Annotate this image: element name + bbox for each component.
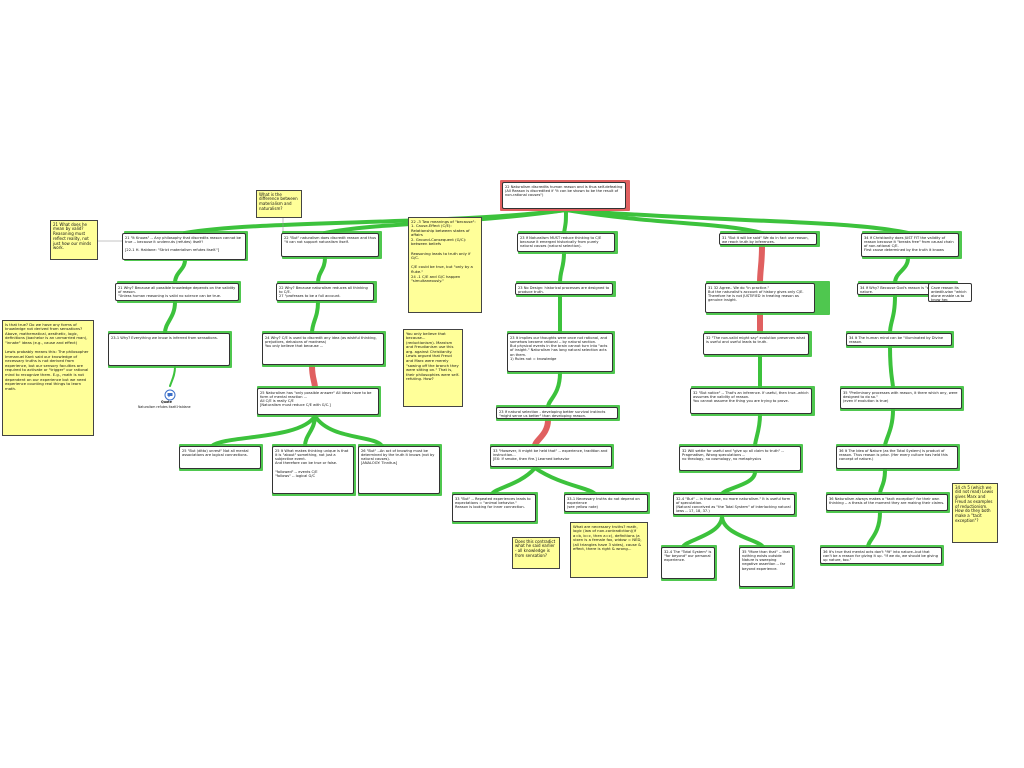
node-32c[interactable]: 32-4 "But" -- in that case, no more natu… <box>673 494 795 515</box>
node-21b[interactable]: 23-1 Why? Everything we know is inferred… <box>108 333 230 366</box>
link-n23c-n33 <box>532 417 551 449</box>
link-n33-n33b <box>533 466 597 496</box>
link-n21a-n21b <box>163 300 177 335</box>
link-n24-n25 <box>309 363 318 391</box>
node-35[interactable]: 35 "Preliminary processes with reason, i… <box>840 388 962 409</box>
node-23a[interactable]: 23 No Design: historical processes are d… <box>515 283 613 295</box>
node-31a[interactable]: 31 32 Agree.. We do "in practice." But t… <box>705 283 815 313</box>
quote-icon-label: Quote <box>161 400 172 404</box>
link-n23-n23a <box>558 251 566 285</box>
node-33a[interactable]: 33 "But" -- Repeated experiences leads t… <box>452 494 536 522</box>
node-32a[interactable]: 32 "But notice" -- That's an inference. … <box>690 388 812 414</box>
note-contradiction-question[interactable]: Does this contradict what he said earlie… <box>512 537 560 569</box>
node-32e[interactable]: 35 "More than that" -- that nothing exis… <box>739 547 793 587</box>
link-n31-n31a <box>757 243 765 286</box>
note-materialism-question[interactable]: What is the difference between materiali… <box>256 190 302 218</box>
node-25b[interactable]: 25 It What makes thinking unique is that… <box>272 446 354 494</box>
link-n25-n25b <box>303 414 317 448</box>
note-valid-question[interactable]: 21 What does he mean by valid? Reasoning… <box>50 220 98 260</box>
node-25a[interactable]: 25 "But (ditto) unrest" Not all mental a… <box>179 446 261 469</box>
link-n22a-n24 <box>310 300 320 335</box>
link-n32c-n32e <box>720 514 765 549</box>
node-22a[interactable]: 22 Why? Because naturalism reduces all t… <box>276 283 374 301</box>
note-reductionism[interactable]: You only believe that because... (reduct… <box>403 329 463 407</box>
node-33b[interactable]: 33-1 Necessary truths do not depend on e… <box>564 494 648 512</box>
node-23c[interactable]: 23 If natural selection - developing bet… <box>496 407 618 419</box>
link-n36a-n36b <box>866 510 882 549</box>
quote-icon[interactable] <box>164 386 176 401</box>
note-two-meanings[interactable]: 22 -3 Two meanings of "because": 1. Caus… <box>408 217 482 313</box>
node-24[interactable]: 24 Why? C/E is used to discredit any ide… <box>262 333 384 365</box>
quote-caption: Naturalism refutes itself-Haldane <box>138 405 191 409</box>
node-33[interactable]: 33 "However, it might be held that" -- e… <box>490 446 612 467</box>
node-21a[interactable]: 21 Why? Because all possible knowledge d… <box>115 283 239 301</box>
node-36a[interactable]: 36 Naturalism always makes a "tacit exce… <box>826 494 948 511</box>
node-34-note[interactable]: Cave reason its antediluvian "which alon… <box>928 283 972 302</box>
node-23[interactable]: 23 If Naturalism MUST reduce thinking to… <box>517 233 615 252</box>
note-tacit-exception[interactable]: 34 ch 5 (which we did not read) Lewis gi… <box>952 483 998 543</box>
link-root-n21 <box>183 208 568 235</box>
node-22[interactable]: 22 "But" naturalism does discredit reaso… <box>281 233 379 257</box>
link-n32b-n32c <box>720 470 757 496</box>
link-n21-n21a <box>173 258 187 285</box>
node-23b[interactable]: 23 It implies our thoughts were once not… <box>507 333 613 372</box>
node-32d[interactable]: 32-4 The "Total System" is "far beyond" … <box>661 547 715 579</box>
link-root-n34 <box>564 208 910 235</box>
node-31[interactable]: 31 "But it will be said" We do in fact u… <box>719 233 817 245</box>
link-root-n23 <box>562 208 568 235</box>
note-necessary-truths[interactable]: What are necessary truths? math, logic (… <box>570 522 648 578</box>
node-21[interactable]: 21 "It Knows" -- Any philosophy that dis… <box>122 233 246 260</box>
link-n22-n22a <box>316 256 327 285</box>
node-26[interactable]: 26 "But" --An act of knowing must be det… <box>358 446 440 494</box>
node-25[interactable]: 25 Naturalism has "only possible answer"… <box>257 388 379 415</box>
link-n32a-n32b <box>753 413 762 448</box>
node-34[interactable]: 34 If Christianity does JUST FIT the val… <box>861 233 959 257</box>
link-n21b-quote <box>169 366 176 387</box>
link-n34-n34a <box>893 256 910 285</box>
link-n33-n33a <box>490 466 537 496</box>
root-node[interactable]: 22 Naturalism discredits human reason an… <box>502 182 626 209</box>
node-36[interactable]: 36 It The Idea of Nature (as the Total S… <box>836 446 958 469</box>
link-n35-n36 <box>883 408 895 448</box>
link-n36-n36a <box>878 468 887 496</box>
link-n34a-n34b <box>888 294 897 335</box>
link-n23b-n23c <box>546 371 562 409</box>
link-n32c-n32d <box>681 514 724 549</box>
node-32[interactable]: 32 "The non-valid might say" evolution p… <box>703 333 809 355</box>
link-n34b-n35 <box>888 345 895 390</box>
node-36b[interactable]: 36 It's true that mental acts don't "fit… <box>820 547 942 564</box>
node-32b[interactable]: 32 Will settle for useful and "give up a… <box>679 446 801 471</box>
note-knowledge-forms[interactable]: Is that true? Do we have any forms of kn… <box>2 320 94 436</box>
link-root-n31 <box>564 208 764 235</box>
link-n25-n26 <box>313 414 384 448</box>
node-34b[interactable]: 34 It The human mind can be "illuminated… <box>846 333 952 346</box>
link-n25-n25a <box>210 414 317 448</box>
